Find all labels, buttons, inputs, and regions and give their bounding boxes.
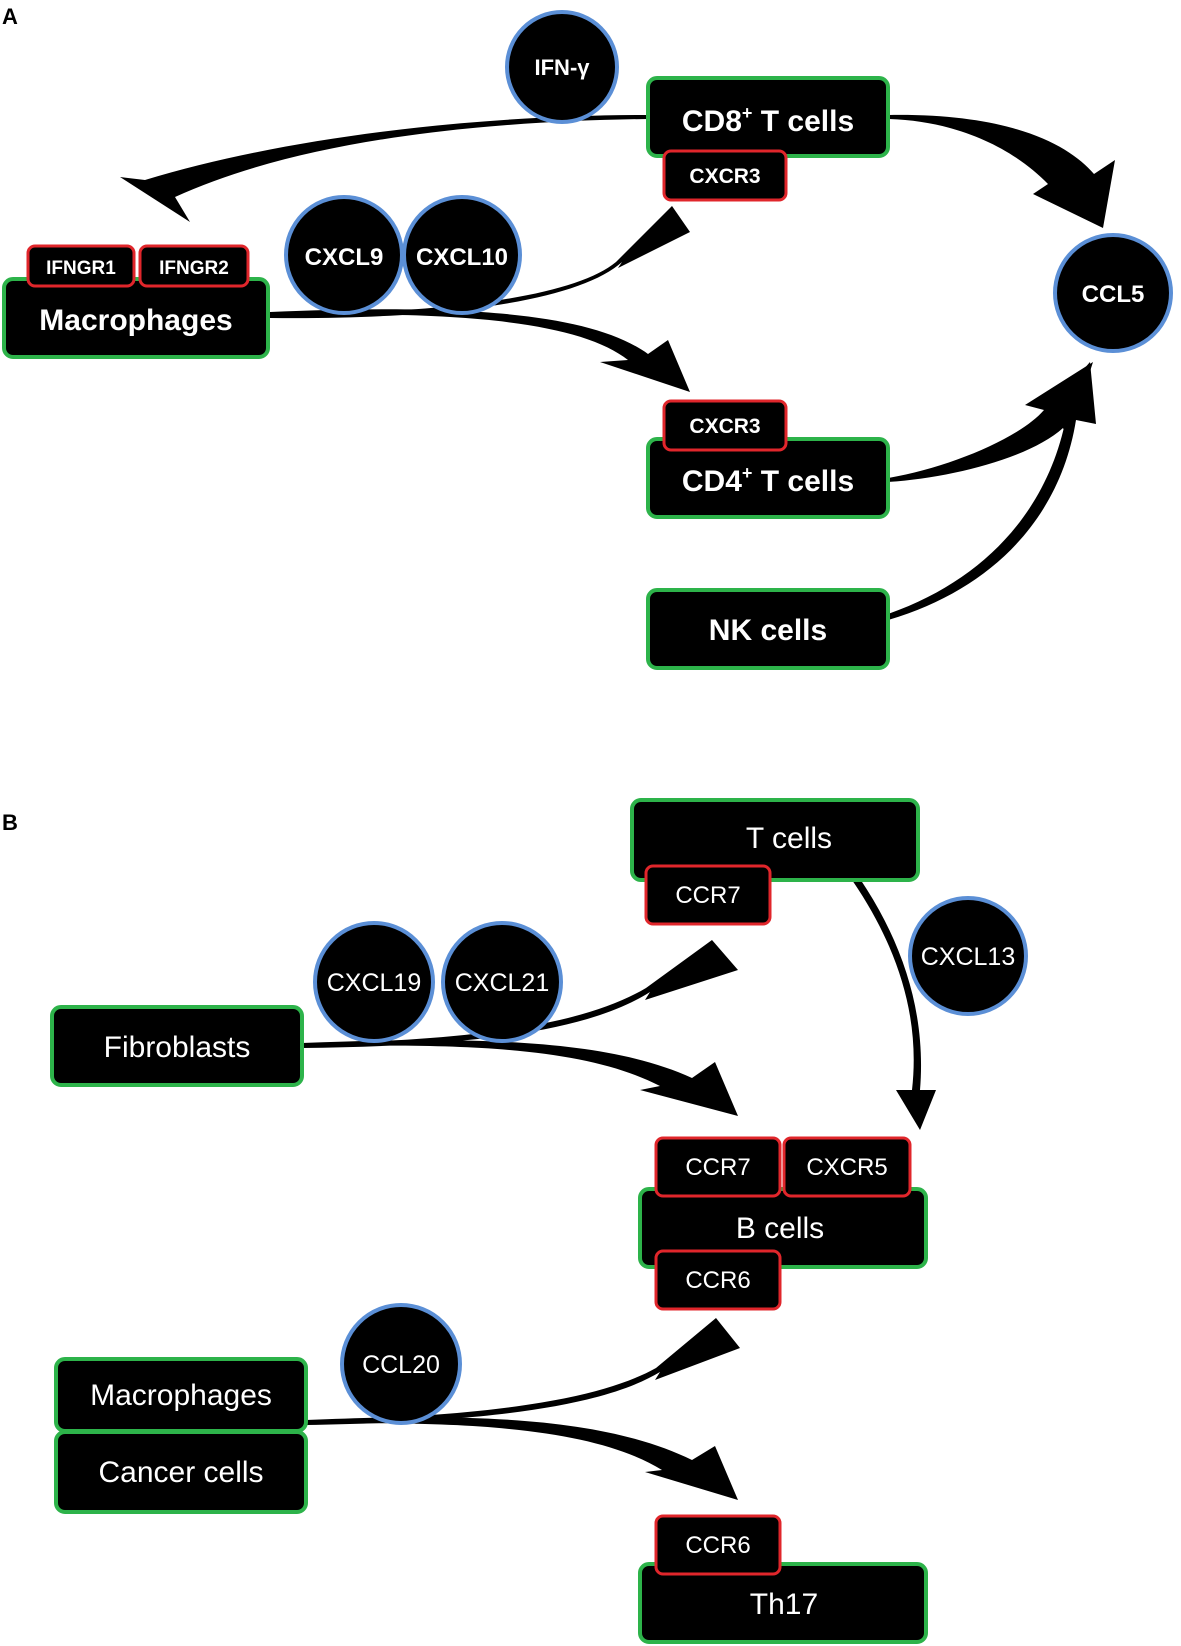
cell-macrophages-a <box>2 277 270 359</box>
label-cxcl9: CXCL9 <box>305 244 384 271</box>
label-cxcr3-cd4: CXCR3 <box>689 415 760 438</box>
label-cxcr3-cd8: CXCR3 <box>689 165 760 188</box>
receptor-ccr7-b <box>654 1136 782 1198</box>
label-ccl20: CCL20 <box>362 1351 440 1379</box>
label-macrophages-a: Macrophages <box>39 304 232 337</box>
arrow-cd8-to-ccl5 <box>888 114 1115 228</box>
label-cd4-base: CD4 <box>682 465 742 498</box>
arrow-ccl20-to-th17 <box>306 1417 738 1500</box>
receptor-ccr7-t <box>644 864 772 926</box>
arrow-macrophages-to-cd4 <box>270 309 690 392</box>
cell-cancer-cells <box>54 1430 308 1514</box>
label-cxcl19: CXCL19 <box>327 969 422 997</box>
label-cd4-sup: + <box>742 463 753 483</box>
arrow-fibroblasts-to-tcells <box>302 940 738 1048</box>
label-ifngr2: IFNGR2 <box>159 258 229 279</box>
label-ifng: IFN-γ <box>535 55 591 80</box>
label-macrophages-b: Macrophages <box>90 1379 272 1412</box>
receptor-ccr6-th17 <box>654 1514 782 1576</box>
arrow-cd8-to-macrophages <box>120 115 648 222</box>
label-cd4-t: CD4+ T cells <box>682 463 854 498</box>
receptor-cxcr3-cd4 <box>662 399 788 452</box>
receptor-cxcr5-b <box>782 1136 912 1198</box>
label-ifngr1: IFNGR1 <box>46 258 116 279</box>
label-cd8-rest: T cells <box>752 105 854 138</box>
label-fibroblasts: Fibroblasts <box>104 1031 251 1064</box>
receptor-ifngr1 <box>26 244 136 288</box>
label-cxcl10: CXCL10 <box>416 244 508 271</box>
label-cd8-base: CD8 <box>682 105 742 138</box>
ligand-cxcl19 <box>313 921 435 1043</box>
label-ccr6-b: CCR6 <box>685 1267 750 1294</box>
ligand-ccl20 <box>340 1303 462 1425</box>
label-cd8-t: CD8+ T cells <box>682 103 854 138</box>
panel-label-b: B <box>2 810 18 835</box>
receptor-cxcr3-cd8 <box>662 149 788 202</box>
label-t-cells: T cells <box>746 822 832 855</box>
label-ccr7-b: CCR7 <box>685 1154 750 1181</box>
panel-label-a: A <box>2 4 18 29</box>
label-th17: Th17 <box>750 1588 818 1621</box>
cell-t-cells <box>630 798 920 882</box>
cell-nk <box>646 588 890 670</box>
ligand-cxcl13 <box>908 896 1028 1016</box>
label-ccr7-t: CCR7 <box>675 882 740 909</box>
label-cxcl21: CXCL21 <box>455 969 550 997</box>
label-b-cells: B cells <box>736 1212 824 1245</box>
label-cxcl13: CXCL13 <box>921 943 1016 971</box>
ligand-cxcl21 <box>441 921 563 1043</box>
receptor-ccr6-b <box>654 1249 782 1311</box>
receptor-ifngr2 <box>138 244 250 288</box>
arrow-tcells-to-bcells <box>852 876 936 1130</box>
label-ccl5: CCL5 <box>1082 281 1145 308</box>
label-ccr6-th17: CCR6 <box>685 1532 750 1559</box>
label-cancer-cells: Cancer cells <box>98 1456 263 1489</box>
cell-th17 <box>638 1562 928 1644</box>
label-cxcr5-b: CXCR5 <box>806 1154 887 1181</box>
label-cd4-rest: T cells <box>752 465 854 498</box>
ligand-ifng <box>505 10 619 124</box>
ligand-cxcl10 <box>402 195 522 315</box>
arrow-ccl20-to-bcells <box>306 1318 740 1425</box>
arrow-nk-to-ccl5 <box>888 362 1096 620</box>
label-cd8-sup: + <box>742 103 753 123</box>
arrow-cd4-to-ccl5 <box>888 362 1093 482</box>
cell-fibroblasts <box>50 1005 304 1087</box>
ligand-ccl5 <box>1053 233 1173 353</box>
arrow-fibroblasts-to-bcells <box>302 1040 738 1116</box>
label-nk: NK cells <box>709 614 827 647</box>
